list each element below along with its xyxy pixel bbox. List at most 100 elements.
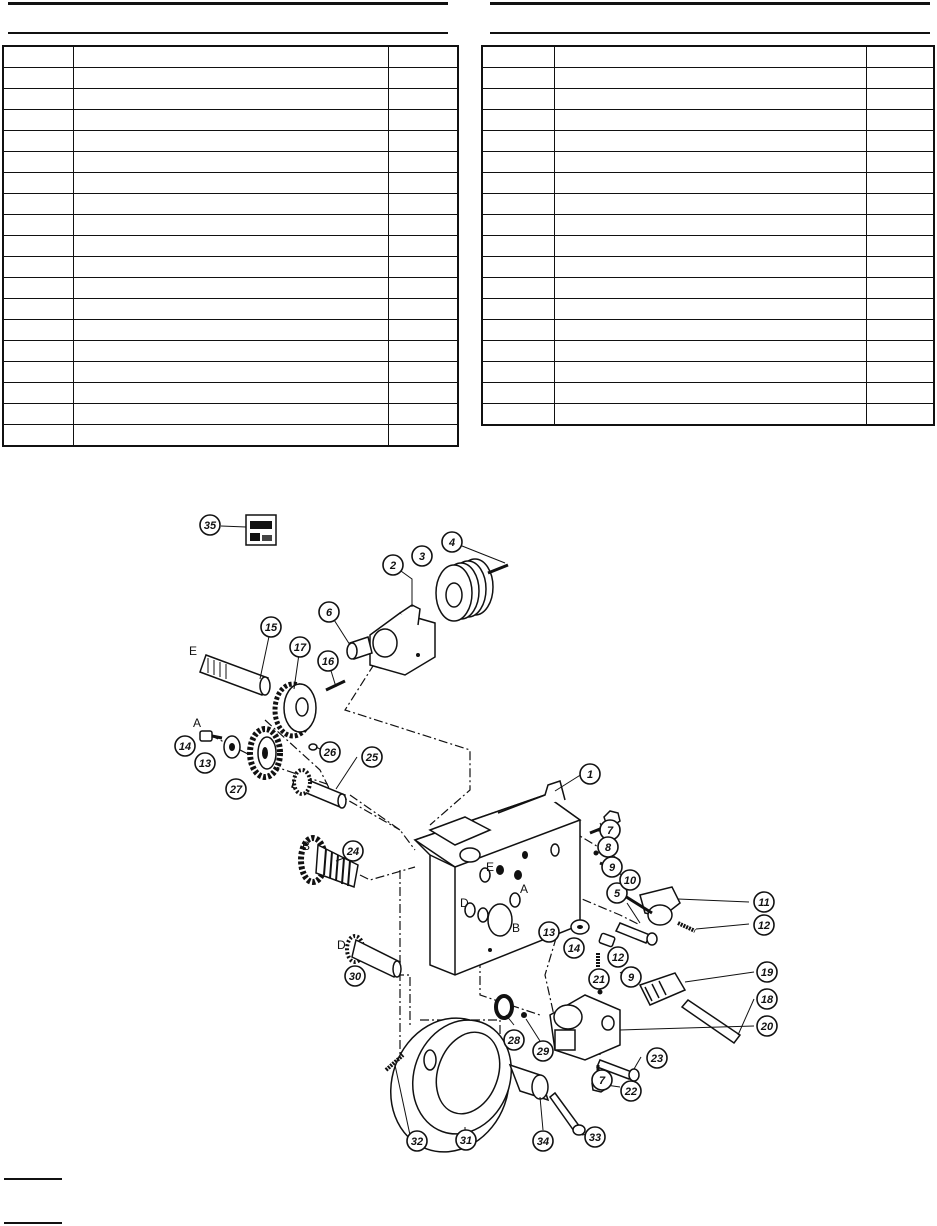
parts-table-left-cell	[2, 235, 74, 257]
parts-table-left-cell	[72, 361, 389, 383]
callout-circle	[289, 636, 311, 658]
callout-circle	[620, 1080, 642, 1102]
parts-table-left-row	[2, 109, 459, 131]
parts-table-left-cell	[2, 193, 74, 215]
callout-number: 7	[607, 825, 614, 837]
callout-number: 25	[365, 752, 379, 764]
parts-table-left-cell	[72, 424, 389, 447]
part-27-gear	[247, 726, 283, 780]
callout-circle	[455, 1129, 477, 1151]
header-rule-right-bottom	[490, 32, 930, 34]
parts-table-right-cell	[865, 382, 935, 404]
parts-table-right-cell	[553, 45, 867, 68]
parts-table-right-cell	[481, 361, 555, 383]
callout-31: 31	[455, 1129, 477, 1151]
callout-circle	[584, 1126, 606, 1148]
parts-table-right-row	[481, 319, 935, 341]
callout-circle	[532, 1130, 554, 1152]
callout-number: 13	[199, 758, 211, 770]
part-3-coil	[435, 558, 494, 622]
parts-table-left-cell	[72, 67, 389, 89]
parts-table-right-cell	[865, 256, 935, 278]
part-13-washer-right	[570, 919, 590, 935]
callout-number: 3	[419, 551, 425, 563]
part-32-spring	[384, 1053, 405, 1072]
part-23-bolt	[596, 1059, 640, 1082]
callout-circle	[591, 1069, 613, 1091]
parts-table-left-row	[2, 256, 459, 278]
callout-circle	[606, 882, 628, 904]
callout-13: 13	[538, 921, 560, 943]
parts-table-left-cell	[2, 424, 74, 447]
parts-table-right-row	[481, 361, 935, 383]
parts-table-right-row	[481, 235, 935, 257]
parts-table-left-cell	[387, 235, 459, 257]
part-35-label-card	[245, 514, 277, 546]
callout-2: 2	[382, 554, 404, 576]
parts-table-right-row	[481, 382, 935, 404]
callout-circle	[646, 1047, 668, 1069]
parts-table-right-cell	[553, 256, 867, 278]
parts-table-right-cell	[865, 214, 935, 236]
callout-number: 8	[605, 842, 612, 854]
part-12-spring-right	[677, 921, 696, 933]
parts-table-left-cell	[387, 214, 459, 236]
callout-circle	[174, 735, 196, 757]
parts-table-right-cell	[481, 382, 555, 404]
parts-table-right-row	[481, 109, 935, 131]
parts-table-left-cell	[2, 88, 74, 110]
callout-circle	[317, 650, 339, 672]
callout-circle	[579, 763, 601, 785]
parts-table-left-cell	[72, 193, 389, 215]
parts-table-right-row	[481, 298, 935, 320]
parts-table-right-cell	[865, 193, 935, 215]
part-29-ball	[521, 1012, 527, 1018]
parts-table-right-cell	[481, 130, 555, 152]
callout-6: 6	[318, 601, 340, 623]
parts-table-right-cell	[553, 340, 867, 362]
part-4-pin	[487, 563, 509, 575]
callout-35: 35	[199, 514, 221, 536]
parts-table-left-row	[2, 193, 459, 215]
letter-D-shaft: D	[337, 938, 346, 952]
callout-25: 25	[361, 746, 383, 768]
parts-table-left-row	[2, 172, 459, 194]
parts-table-right-cell	[865, 109, 935, 131]
part-5-screw	[614, 922, 658, 946]
callout-5: 5	[606, 882, 628, 904]
callout-12: 12	[753, 914, 775, 936]
parts-table-left-cell	[72, 214, 389, 236]
parts-table-left-cell	[2, 67, 74, 89]
callout-number: 1	[587, 769, 593, 781]
part-2-bracket	[369, 604, 436, 676]
part-31-dial-ring	[389, 1017, 513, 1153]
callout-number: 9	[609, 862, 616, 874]
header-rule-left-top	[8, 2, 448, 5]
parts-table-left-cell	[2, 403, 74, 425]
callout-circle	[532, 1040, 554, 1062]
callout-number: 13	[543, 927, 555, 939]
parts-table-right-row	[481, 256, 935, 278]
parts-table-right-cell	[481, 193, 555, 215]
parts-table-right-cell	[481, 298, 555, 320]
parts-table-left-cell	[72, 151, 389, 173]
callout-number: 7	[599, 1075, 606, 1087]
parts-table-right-cell	[553, 109, 867, 131]
parts-table-left-cell	[387, 172, 459, 194]
callout-16: 16	[317, 650, 339, 672]
parts-table-right-cell	[865, 277, 935, 299]
part-17-gear	[272, 681, 317, 739]
callout-number: 34	[537, 1136, 549, 1148]
parts-table-right-cell	[553, 235, 867, 257]
parts-table-left-row	[2, 214, 459, 236]
parts-table-right-row	[481, 88, 935, 110]
part-20-clamp-block	[549, 994, 621, 1061]
parts-table-left-row	[2, 382, 459, 404]
callout-number: 6	[326, 607, 333, 619]
part-14-screw-right	[598, 932, 616, 948]
callout-number: 16	[322, 656, 335, 668]
parts-table-right-cell	[553, 319, 867, 341]
parts-table-left-cell	[387, 277, 459, 299]
callout-20: 20	[756, 1015, 778, 1037]
parts-table-left-row	[2, 45, 459, 68]
